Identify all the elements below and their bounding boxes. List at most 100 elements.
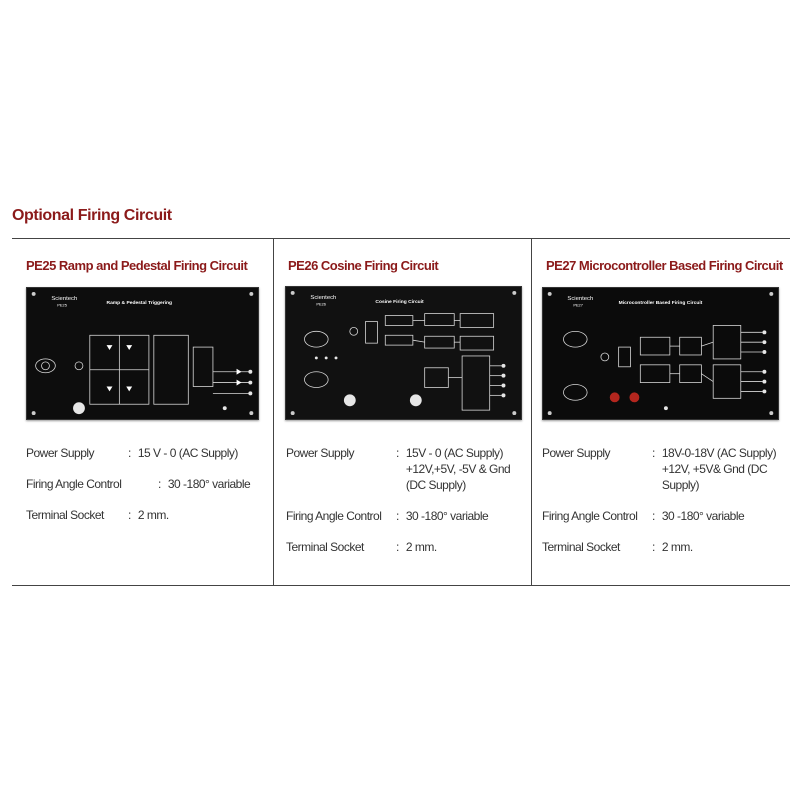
zero-crossing-block xyxy=(639,336,671,356)
potentiometer-knob[interactable] xyxy=(343,394,356,407)
microcontroller-block xyxy=(679,364,702,383)
spec-row: Power Supply : 15V - 0 (AC Supply) +12V,… xyxy=(286,445,526,493)
transformer-icon xyxy=(365,321,378,344)
terminal-socket[interactable] xyxy=(248,380,253,385)
panel-heading: Cosine Firing Circuit xyxy=(375,299,424,305)
diode-icon xyxy=(236,379,242,386)
ac-source-icon xyxy=(600,352,610,362)
screw-icon xyxy=(31,411,36,416)
spec-row: Terminal Socket : 2 mm. xyxy=(26,507,266,523)
fuse-holder-icon xyxy=(563,330,588,348)
transformer-icon xyxy=(618,346,631,368)
screw-icon xyxy=(769,411,774,416)
isolation-block xyxy=(461,355,491,411)
spec-list: Power Supply : 18V-0-18V (AC Supply) +12… xyxy=(542,445,782,570)
section-title: Optional Firing Circuit xyxy=(12,207,172,224)
spec-list: Power Supply : 15V - 0 (AC Supply) +12V,… xyxy=(286,445,526,570)
spec-value: 15V - 0 (AC Supply) +12V,+5V, -5V & Gnd … xyxy=(405,446,511,492)
diode-icon xyxy=(106,386,113,392)
product-image-pe27: Scientech PE27 Microcontroller Based Fir… xyxy=(542,287,779,420)
product-image-pe26: Scientech PE26 Cosine Firing Circuit xyxy=(285,286,522,420)
spec-label: Power Supply xyxy=(542,446,611,460)
terminal-socket[interactable] xyxy=(248,369,253,374)
pulse-amplifier-block xyxy=(712,325,742,360)
pulse-generator-block xyxy=(459,313,495,328)
spec-list: Power Supply : 15 V - 0 (AC Supply) Firi… xyxy=(26,445,266,538)
panel-heading: Ramp & Pedestal Triggering xyxy=(107,300,172,306)
fuse-holder-icon xyxy=(304,330,329,348)
card-title: PE25 Ramp and Pedestal Firing Circuit xyxy=(26,258,248,273)
terminal-socket[interactable] xyxy=(762,369,767,374)
spec-label: Firing Angle Control xyxy=(542,509,638,523)
terminal-socket[interactable] xyxy=(762,379,767,384)
panel-diagram: Scientech PE26 Cosine Firing Circuit xyxy=(290,290,517,416)
comparator-block xyxy=(424,335,455,349)
spec-label: Power Supply xyxy=(286,446,355,460)
screw-icon xyxy=(249,411,254,416)
diode-icon xyxy=(126,345,133,351)
spec-value: 15 V - 0 (AC Supply) xyxy=(137,446,239,460)
panel-model: PE27 xyxy=(573,303,583,308)
card-title: PE27 Microcontroller Based Firing Circui… xyxy=(546,258,783,273)
spec-value: 18V-0-18V (AC Supply) +12V, +5V& Gnd (DC… xyxy=(661,446,777,492)
spec-row: Power Supply : 18V-0-18V (AC Supply) +12… xyxy=(542,445,782,493)
terminal-socket[interactable] xyxy=(762,389,767,394)
panel-diagram: Scientech PE25 Ramp & Pedestal Triggerin… xyxy=(31,291,254,416)
terminal-socket[interactable] xyxy=(501,393,506,398)
reset-button[interactable] xyxy=(609,392,620,403)
terminal-socket[interactable] xyxy=(324,356,328,360)
spec-label: Terminal Socket xyxy=(286,540,364,554)
panel-brand: Scientech xyxy=(567,296,593,302)
ground-socket[interactable] xyxy=(222,406,227,411)
screw-icon xyxy=(290,290,295,295)
comparator-block xyxy=(424,313,455,326)
product-table: PE25 Ramp and Pedestal Firing Circuit Sc… xyxy=(12,238,790,586)
fuse-holder-icon xyxy=(304,371,329,388)
card-title: PE26 Cosine Firing Circuit xyxy=(288,258,439,273)
panel-heading: Microcontroller Based Firing Circuit xyxy=(619,300,703,306)
screw-icon xyxy=(290,411,295,416)
diode-icon xyxy=(106,345,113,351)
ac-source-icon xyxy=(74,361,84,371)
spec-label: Firing Angle Control xyxy=(286,509,382,523)
terminal-socket[interactable] xyxy=(501,363,506,368)
potentiometer-knob[interactable] xyxy=(73,402,85,415)
terminal-socket[interactable] xyxy=(762,330,767,335)
spec-value: 30 -180° variable xyxy=(661,509,745,523)
diode-icon xyxy=(236,368,242,375)
fuse-holder-icon xyxy=(563,384,588,401)
terminal-socket[interactable] xyxy=(248,391,253,396)
spec-value: 30 -180° variable xyxy=(167,477,251,491)
product-card-pe27: PE27 Microcontroller Based Firing Circui… xyxy=(531,239,790,585)
integrator-block xyxy=(384,315,414,326)
screw-icon xyxy=(249,291,254,296)
spec-value: 2 mm. xyxy=(137,508,169,522)
terminal-socket[interactable] xyxy=(762,350,767,354)
control-button[interactable] xyxy=(629,392,640,403)
panel-model: PE26 xyxy=(316,302,326,307)
spec-row: Terminal Socket : 2 mm. xyxy=(542,539,782,555)
spec-row: Firing Angle Control : 30 -180° variable xyxy=(26,476,266,492)
ground-socket[interactable] xyxy=(663,406,668,411)
spec-row: Firing Angle Control : 30 -180° variable xyxy=(542,508,782,524)
potentiometer-knob[interactable] xyxy=(409,394,422,407)
panel-diagram: Scientech PE27 Microcontroller Based Fir… xyxy=(547,291,774,416)
screw-icon xyxy=(547,411,552,416)
microcontroller-block xyxy=(679,336,702,356)
pulse-transformer-icon xyxy=(192,346,214,387)
terminal-socket[interactable] xyxy=(762,340,767,345)
product-card-pe26: PE26 Cosine Firing Circuit Scientech PE2… xyxy=(273,239,531,585)
product-card-pe25: PE25 Ramp and Pedestal Firing Circuit Sc… xyxy=(12,239,273,585)
spec-row: Firing Angle Control : 30 -180° variable xyxy=(286,508,526,524)
spec-label: Firing Angle Control xyxy=(26,477,122,491)
terminal-socket[interactable] xyxy=(334,356,338,360)
terminal-socket[interactable] xyxy=(501,383,506,388)
terminal-socket[interactable] xyxy=(314,356,318,360)
spec-value: 2 mm. xyxy=(405,540,437,554)
logic-gate-block xyxy=(424,367,449,388)
pulse-generator-block xyxy=(459,335,495,351)
screw-icon xyxy=(512,411,517,416)
zero-crossing-block xyxy=(639,364,671,383)
terminal-socket[interactable] xyxy=(501,373,506,378)
spec-label: Terminal Socket xyxy=(26,508,104,522)
